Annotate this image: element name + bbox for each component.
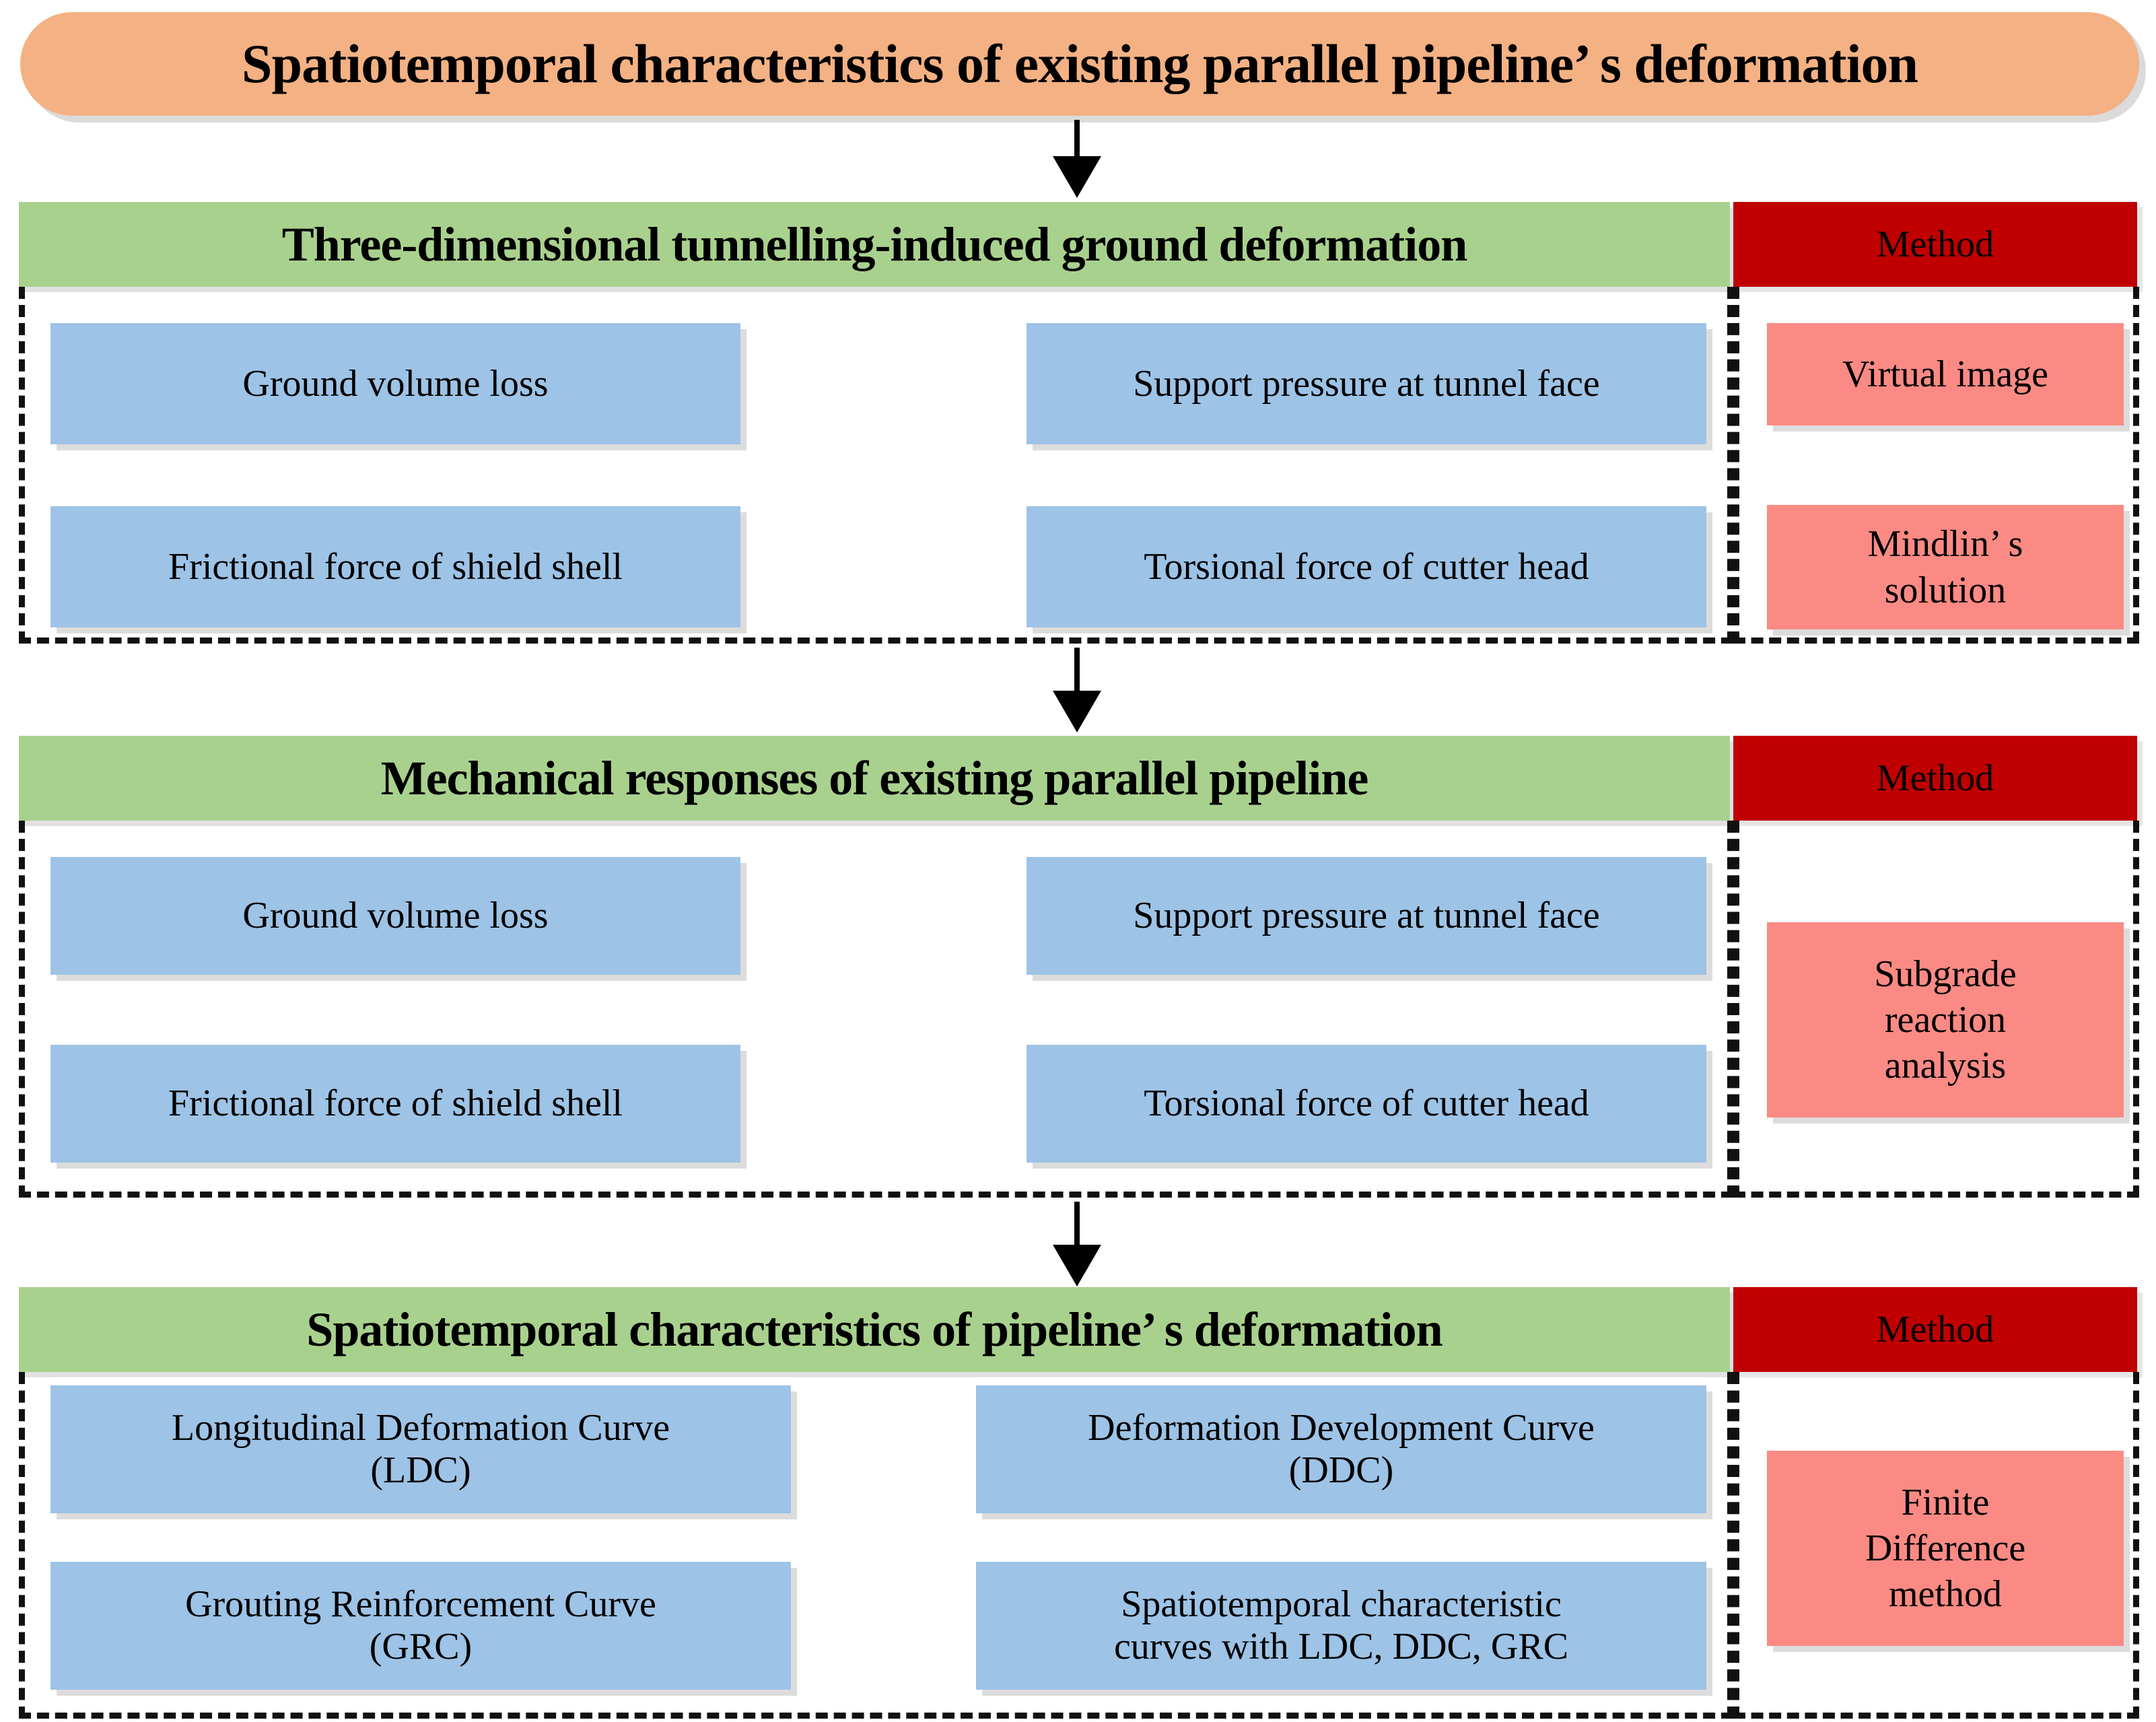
section-1-methods-container [1733, 287, 2139, 644]
section-2-item-2[interactable]: Support pressure at tunnel face [1027, 857, 1706, 975]
arrow-section2-to-section3 [1023, 1202, 1131, 1289]
section-3-item-4[interactable]: Spatiotemporal characteristic curves wit… [976, 1562, 1706, 1690]
section-1-method-label: Method [1876, 223, 1994, 265]
section-1-title-band: Three-dimensional tunnelling-induced gro… [19, 202, 1730, 287]
section-1-items-container [19, 287, 1733, 644]
section-2-item-4[interactable]: Torsional force of cutter head [1027, 1045, 1706, 1163]
section-3-title: Spatiotemporal characteristics of pipeli… [306, 1302, 1442, 1356]
section-1-method-2[interactable]: Mindlin’ s solution [1767, 505, 2124, 629]
section-1-item-4[interactable]: Torsional force of cutter head [1027, 506, 1706, 627]
section-3-method-band: Method [1733, 1287, 2137, 1372]
section-3-item-2[interactable]: Deformation Development Curve (DDC) [976, 1385, 1706, 1513]
arrow-head [1053, 1245, 1101, 1286]
arrow-section1-to-section2 [1023, 648, 1131, 734]
section-3-method-1[interactable]: Finite Difference method [1767, 1451, 2124, 1646]
section-3-item-1[interactable]: Longitudinal Deformation Curve (LDC) [50, 1385, 791, 1513]
section-2-method-label: Method [1876, 757, 1994, 799]
section-3-title-band: Spatiotemporal characteristics of pipeli… [19, 1287, 1730, 1372]
section-3-methods-container [1733, 1372, 2139, 1719]
section-1-item-3[interactable]: Frictional force of shield shell [50, 506, 740, 627]
section-1-item-1[interactable]: Ground volume loss [50, 323, 740, 444]
arrow-stem [1074, 648, 1080, 697]
section-3-method-label: Method [1876, 1309, 1994, 1350]
section-3-items-container [19, 1372, 1733, 1719]
section-2-title: Mechanical responses of existing paralle… [380, 751, 1369, 805]
arrow-title-to-section1 [1023, 120, 1131, 198]
page-title: Spatiotemporal characteristics of existi… [241, 33, 1918, 94]
section-2-items-container [19, 821, 1733, 1198]
section-2-method-band: Method [1733, 736, 2137, 821]
diagram-title-pill: Spatiotemporal characteristics of existi… [20, 12, 2139, 116]
section-2-method-1[interactable]: Subgrade reaction analysis [1767, 922, 2124, 1117]
section-3-item-3[interactable]: Grouting Reinforcement Curve (GRC) [50, 1562, 791, 1690]
arrow-head [1053, 691, 1101, 732]
section-2-item-3[interactable]: Frictional force of shield shell [50, 1045, 740, 1163]
section-2-title-band: Mechanical responses of existing paralle… [19, 736, 1730, 821]
section-2-item-1[interactable]: Ground volume loss [50, 857, 740, 975]
section-1-method-band: Method [1733, 202, 2137, 287]
section-2-methods-container [1733, 821, 2139, 1198]
arrow-stem [1074, 1202, 1080, 1251]
arrow-stem [1074, 120, 1080, 163]
section-1-method-1[interactable]: Virtual image [1767, 323, 2124, 425]
arrow-head [1053, 156, 1101, 198]
section-1-title: Three-dimensional tunnelling-induced gro… [281, 217, 1468, 271]
section-1-item-2[interactable]: Support pressure at tunnel face [1027, 323, 1706, 444]
